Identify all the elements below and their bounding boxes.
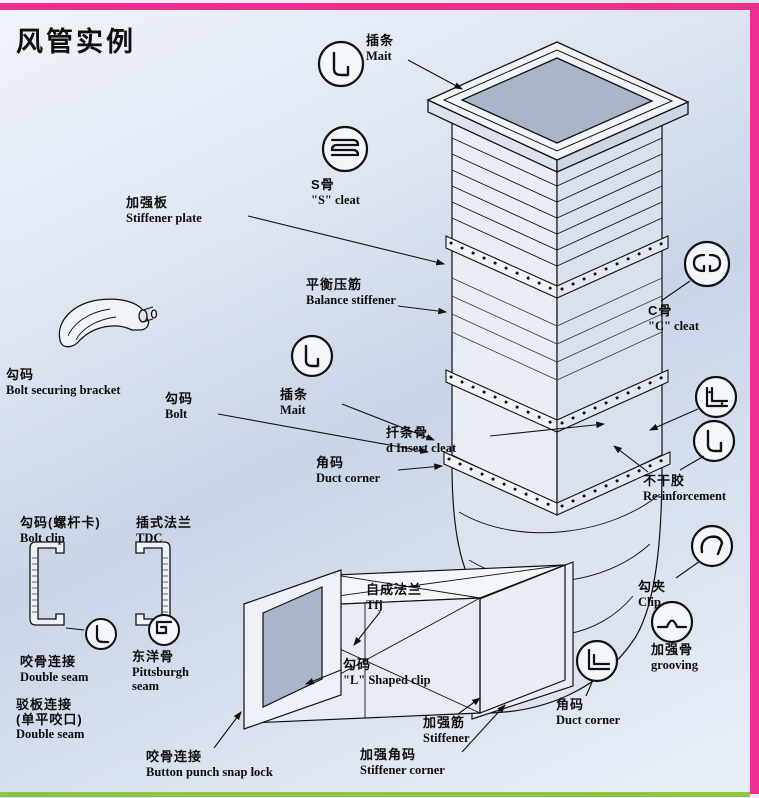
grooving-profile-icon [650, 600, 694, 644]
mait-mid-profile-icon [290, 334, 334, 378]
right-accent-strip [750, 3, 759, 794]
top-accent-strip [0, 3, 759, 10]
pittsburgh-seam-profile-icon [148, 614, 180, 646]
mait-profile-icon [317, 40, 365, 88]
duct-corner-profile-icon [575, 639, 619, 683]
bottom-accent-strip [0, 792, 750, 797]
bolt-clip-profile-drawing [29, 541, 65, 626]
corner-bracket-profile-icon [694, 375, 738, 419]
page-title: 风管实例 [16, 27, 136, 57]
leader-lines [65, 59, 705, 753]
horizontal-duct [243, 561, 574, 730]
clip-profile-icon [690, 524, 734, 568]
reinforcement-cleat-profile-icon [692, 419, 736, 463]
bolt-securing-bracket-drawing [58, 298, 158, 348]
tdc-profile-drawing [135, 541, 171, 626]
top-flange [426, 41, 690, 174]
s-cleat-profile-icon [321, 125, 369, 173]
left-end-flange [243, 569, 342, 730]
c-cleat-profile-icon [683, 240, 731, 288]
seam-hook-profile-icon [85, 618, 117, 650]
